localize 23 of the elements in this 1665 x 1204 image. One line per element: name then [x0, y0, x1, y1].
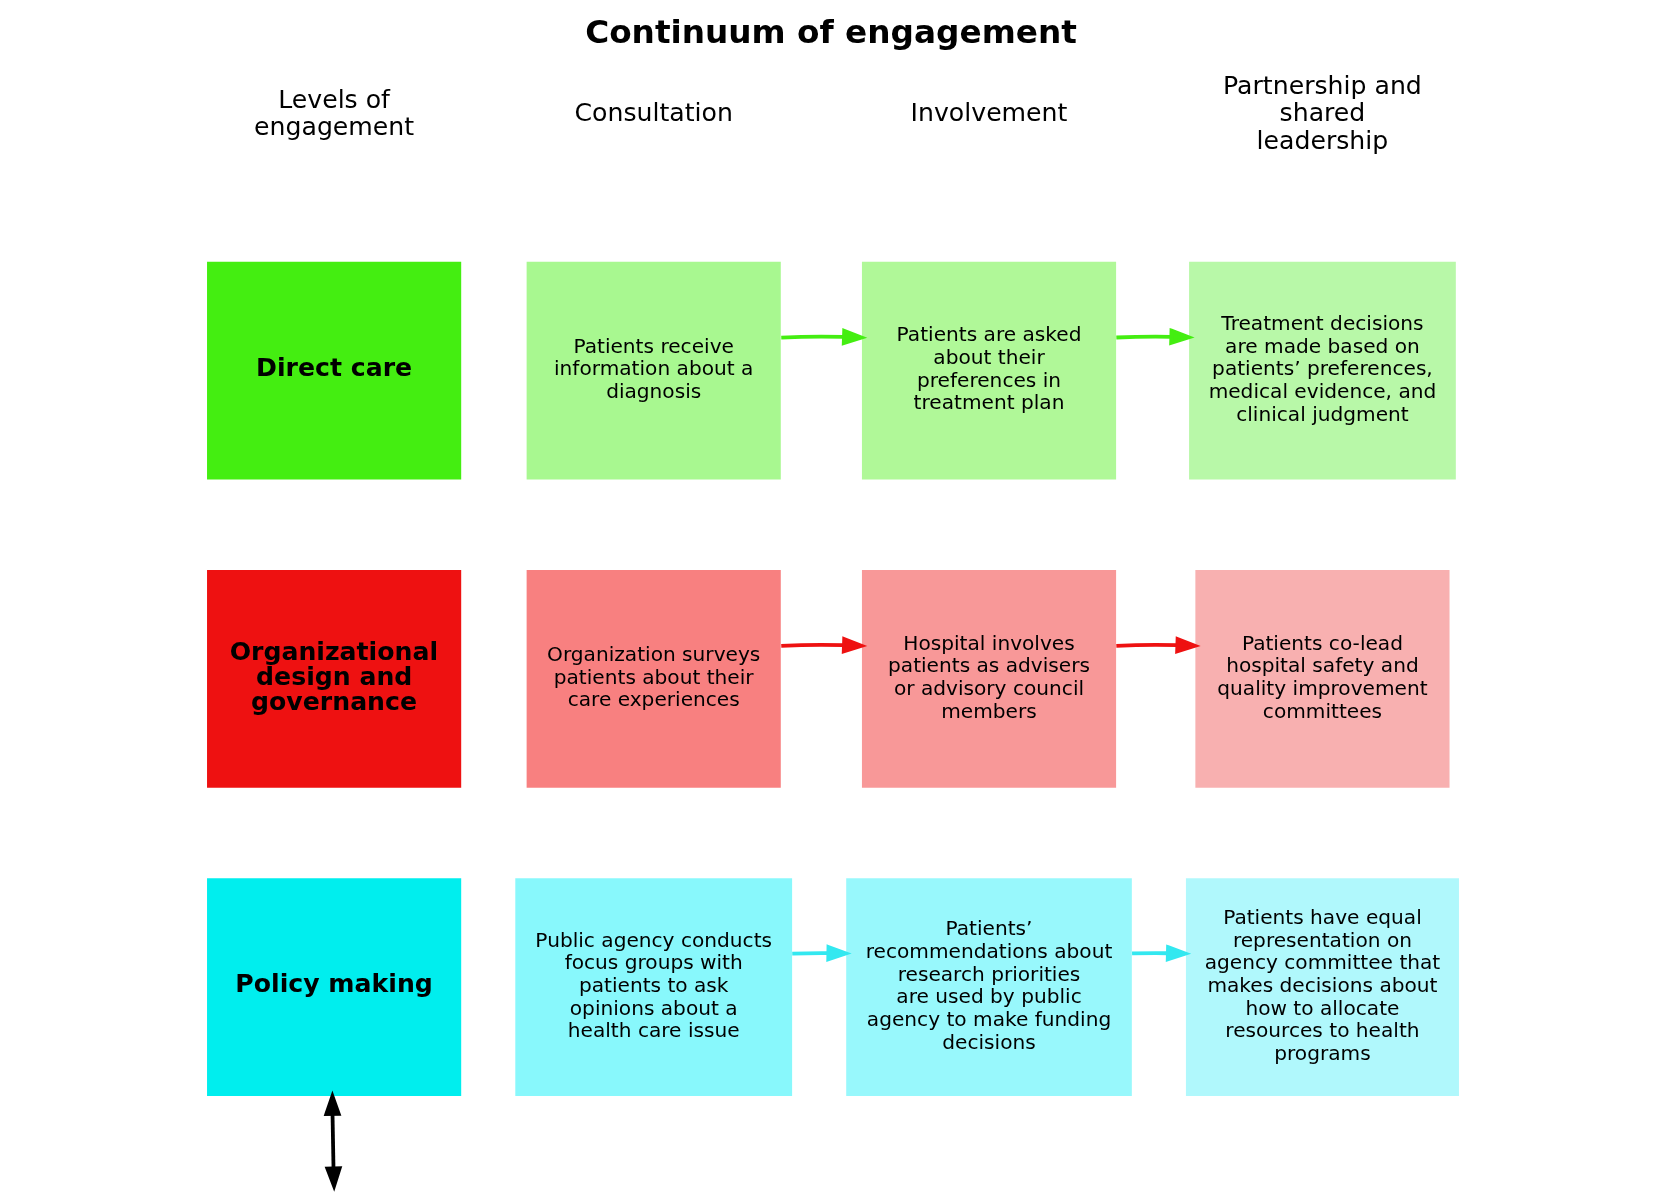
label: Levels of engagement: [253, 84, 414, 142]
label: Involvement: [910, 98, 1067, 128]
arrow: [780, 636, 867, 654]
arrow: [791, 944, 852, 962]
node-box: Organization surveys patients about their care experiences: [526, 570, 781, 788]
node-box: Hospital involves patients as advisers or advisory council members: [861, 570, 1116, 788]
label: Consultation: [574, 98, 733, 128]
diagram-title: Continuum of engagement: [584, 13, 1077, 52]
arrow: [780, 328, 867, 346]
label: Partnership and shared leadership: [1222, 70, 1422, 156]
arrow: [1131, 944, 1191, 963]
node-box: Patients’ recommendations about research priorities are used by public agency to make funding decisions: [845, 878, 1132, 1096]
node-box: Patients co-lead hospital safety and quality improvement committees: [1194, 570, 1450, 788]
node-box: Patients have equal representation on agency committee that makes decisions about how to allocate resources to health programs: [1185, 878, 1459, 1096]
node-box: Policy making: [206, 878, 461, 1096]
arrow: [1115, 636, 1201, 654]
node-box: Patients receive information about a diagnosis: [526, 261, 781, 480]
node-box: Public agency conducts focus groups with patients to ask opinions about a health care issue: [514, 878, 792, 1096]
node-box: Patients are asked about their preferences in treatment plan: [861, 261, 1116, 480]
node-box: Direct care: [206, 261, 461, 480]
node-box: Organizational design and governance: [206, 570, 461, 788]
node-box: Treatment decisions are made based on patients’ preferences, medical evidence, and clinical judgment: [1188, 261, 1456, 480]
arrow: [1115, 327, 1195, 346]
